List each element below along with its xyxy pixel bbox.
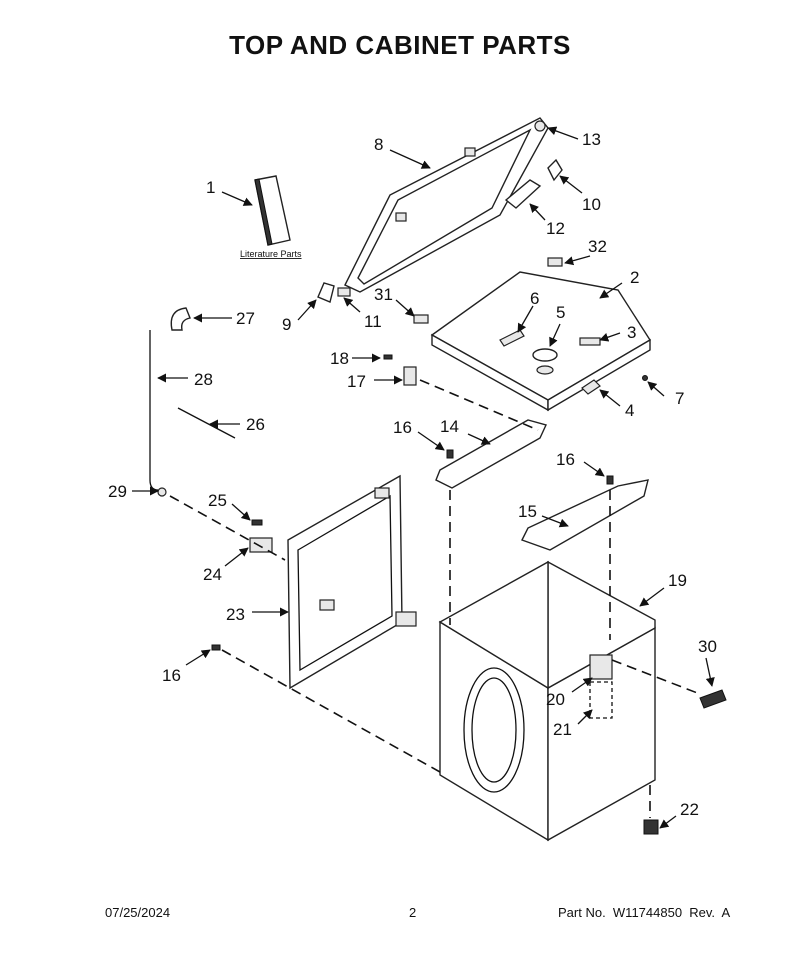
callout-30: 30 [698,637,717,656]
callout-17: 17 [347,372,366,391]
part-32-switch [547,257,563,267]
part-9-hinge [317,282,335,303]
part-10-lid-lock [547,158,563,182]
callout-16-a: 16 [393,418,412,437]
callout-23: 23 [226,605,245,624]
callout-2: 2 [630,268,639,287]
part-19-cabinet [438,560,656,842]
part-25-screw [251,519,263,526]
callout-5: 5 [556,303,565,322]
part-31-hose-clamp [413,314,429,324]
callout-1: 1 [206,178,215,197]
part-17-bracket [403,366,417,386]
part-21-panel [589,681,613,719]
footer-part-number: Part No. W11744850 Rev. A [558,905,731,920]
part-16-screw-a [446,449,454,459]
part-15-rear-rail [521,479,649,551]
callout-14: 14 [440,417,459,436]
part-20-panel [589,654,613,680]
part-27-elbow [170,307,191,331]
part-7-screw [642,375,648,381]
callout-26: 26 [246,415,265,434]
callout-8: 8 [374,135,383,154]
callout-20: 20 [546,690,565,709]
part-8-lid-frame [344,117,549,293]
part-11-hinge-pin [337,287,351,297]
callout-19: 19 [668,571,687,590]
callout-6: 6 [530,289,539,308]
callout-24: 24 [203,565,222,584]
part-4-bracket [581,379,601,395]
page-title: TOP AND CABINET PARTS [229,30,571,60]
part-18-screw [383,354,393,360]
callout-28: 28 [194,370,213,389]
callout-7: 7 [675,389,684,408]
callout-27: 27 [236,309,255,328]
callout-11: 11 [364,312,382,331]
part-24-bracket [249,537,273,553]
callout-10: 10 [582,195,601,214]
callout-labels: 1 2 3 4 5 6 7 8 9 10 11 12 13 14 15 16 1… [108,130,717,819]
part-26-hose-tie [177,407,236,439]
callout-16-c: 16 [162,666,181,685]
part-6-dispenser [499,329,525,347]
callout-25: 25 [208,491,227,510]
callout-21: 21 [553,720,572,739]
callout-16-b: 16 [556,450,575,469]
callout-12: 12 [546,219,565,238]
callout-15: 15 [518,502,537,521]
callout-22: 22 [680,800,699,819]
callout-9: 9 [282,315,291,334]
assembly-lines [169,379,701,818]
footer-page-number: 2 [409,905,417,920]
part-16-screw-c [211,644,221,651]
callout-leaders [132,126,715,829]
footer-date: 07/25/2024 [105,905,171,920]
literature-label: Literature Parts [240,249,302,259]
callout-29: 29 [108,482,127,501]
part-3-clip [579,337,601,346]
callout-4: 4 [625,401,634,420]
callout-31: 31 [374,285,393,304]
part-30-badge [699,689,727,709]
callout-13: 13 [582,130,601,149]
part-22-leveling-leg [643,819,659,835]
part-23-inlet [395,611,417,627]
part-23-rear-panel [287,474,403,690]
part-2-top-panel [430,271,651,412]
callout-18: 18 [330,349,349,368]
part-12-lock-housing [504,179,542,209]
part-13-bumper [534,120,546,132]
part-29-clamp [157,487,167,497]
callout-3: 3 [627,323,636,342]
part-16-screw-b [606,475,614,485]
callout-32: 32 [588,237,607,256]
part-14-front-rail [435,419,547,489]
part-28-drain-hose [149,330,159,491]
part-1-literature: Literature Parts [240,175,302,259]
